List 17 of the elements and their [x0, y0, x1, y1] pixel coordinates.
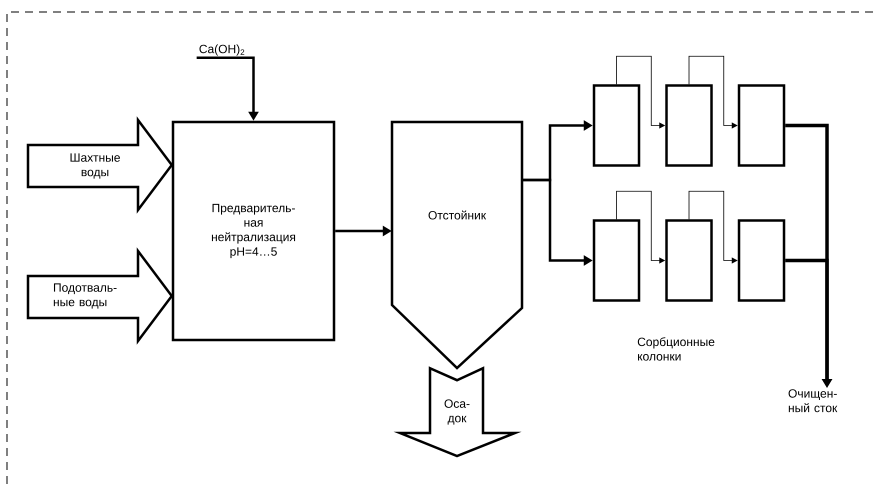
edge-label: Подотваль- ные воды — [54, 283, 117, 309]
column-box — [665, 219, 713, 302]
caption-label: Сорбционные колонки — [638, 337, 714, 361]
block-arrow — [26, 116, 174, 214]
process-box: Предваритель- ная нейтрализация pH=4…5 — [172, 120, 336, 342]
column-box — [592, 219, 640, 302]
settler-tank: Отстойник — [390, 120, 524, 370]
block-arrow — [26, 247, 174, 345]
edge-label: Шахтные воды — [70, 153, 120, 179]
column-box — [738, 219, 786, 302]
flow-label: Ca(OH)$_{2}$ — [199, 44, 244, 56]
edge-label: Оса- док — [444, 399, 470, 425]
column-box — [738, 84, 786, 167]
column-box — [592, 84, 640, 167]
block-arrow — [394, 366, 522, 458]
column-box — [665, 84, 713, 167]
flow-label: Очищен- ный сток — [788, 389, 838, 412]
